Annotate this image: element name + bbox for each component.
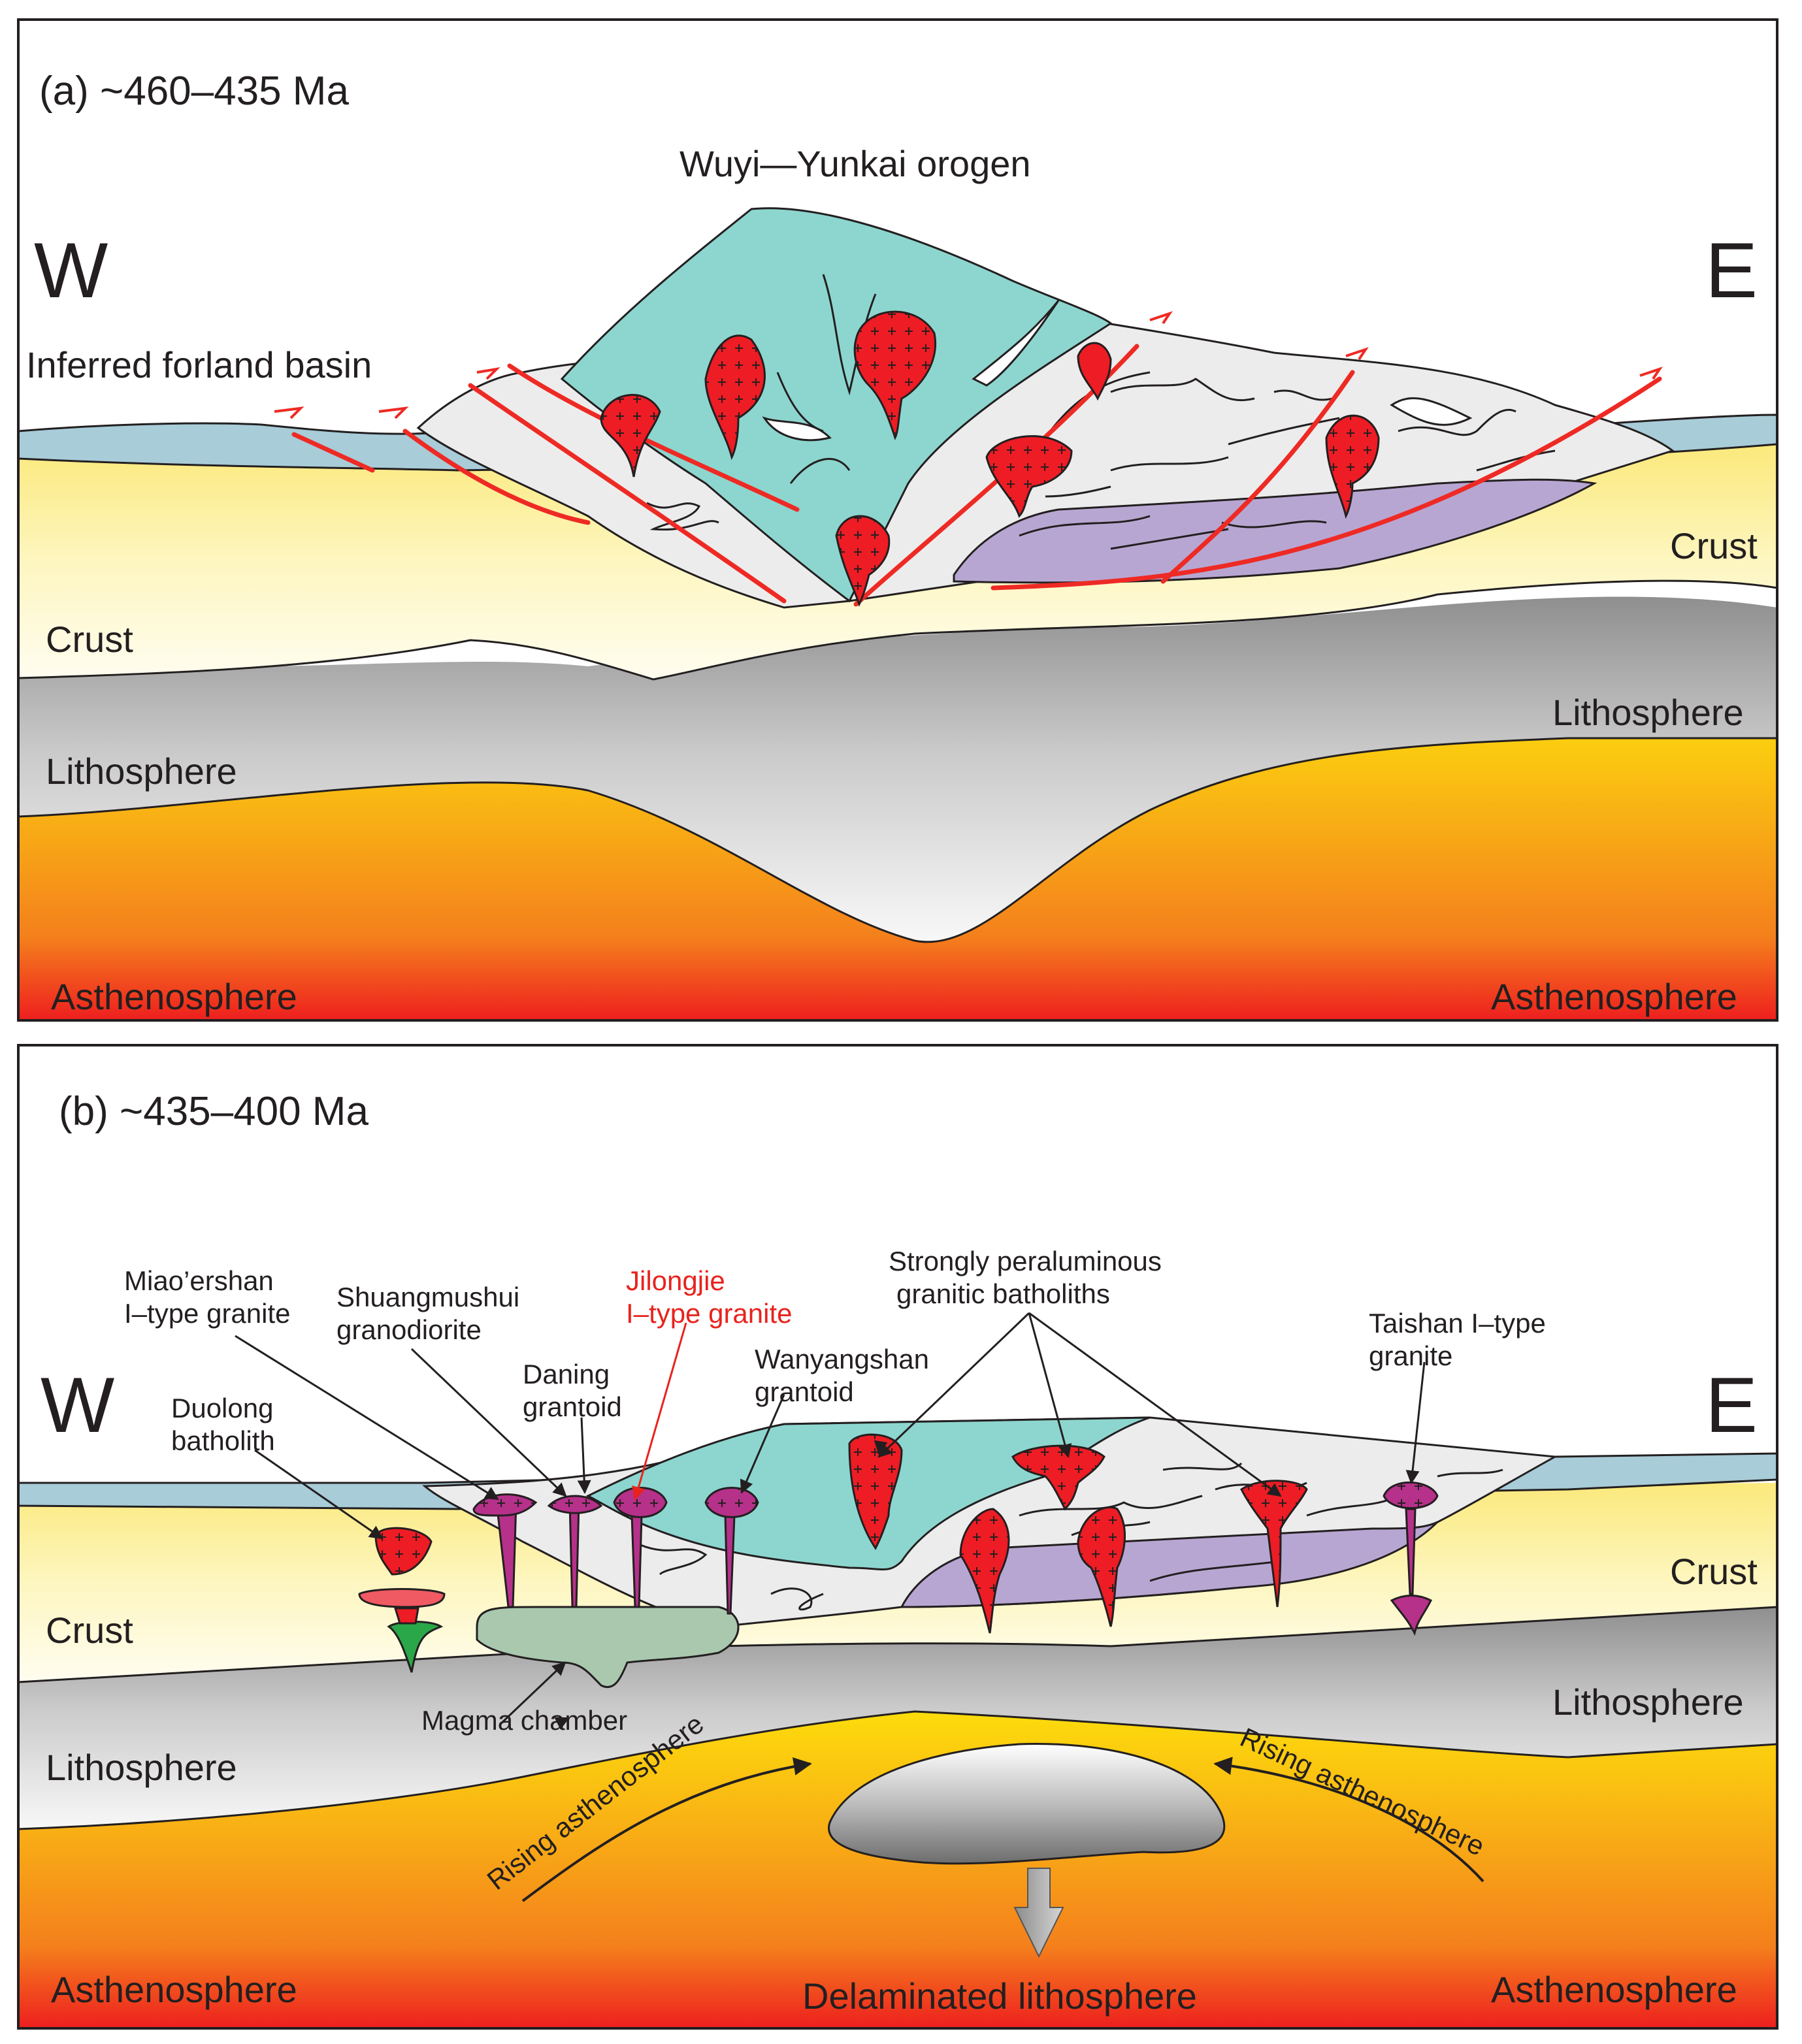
east-label-b: E [1705,1361,1758,1449]
west-label-b: W [41,1361,114,1449]
asthenosphere-label-right-a: Asthenosphere [1491,976,1737,1017]
duolong-line1: Duolong [171,1393,273,1423]
panel-a-title: (a) ~460–435 Ma [39,69,349,114]
lithosphere-layer [18,596,1777,942]
crust-label-right-b: Crust [1670,1551,1758,1592]
lithosphere-label-right-a: Lithosphere [1552,692,1744,733]
crust-label-left-a: Crust [46,619,133,660]
west-label-a: W [34,227,108,314]
shuangmushui-line1: Shuangmushui [336,1282,519,1312]
delaminated-lithosphere [828,1743,1226,1865]
asthenosphere-label-left-a: Asthenosphere [51,976,297,1017]
forland-basin-label: Inferred forland basin [26,344,372,385]
sinking-arrow [1013,1868,1064,1958]
wanyangshan-line1: Wanyangshan [755,1344,929,1374]
asthenosphere-label-right-b: Asthenosphere [1491,1969,1737,2010]
lower-crust-purple [953,478,1597,584]
pluton-a4 [1077,342,1112,401]
panel-a-frame [17,18,1778,1022]
taishan-line1: Taishan I–type [1369,1308,1546,1338]
delaminated-lithosphere-label: Delaminated lithosphere [802,1975,1197,2017]
rising-arrow-left [521,1757,812,1902]
lithosphere-label-left-a: Lithosphere [46,751,237,792]
panel-b-title: (b) ~435–400 Ma [59,1089,369,1134]
wanyangshan-line2: grantoid [755,1376,854,1407]
orogen-label: Wuyi—Yunkai orogen [680,143,1031,184]
crust-label-left-b: Crust [46,1610,133,1651]
miaoershan-line1: Miao’ershan [124,1265,274,1296]
panel-b-frame [17,1044,1778,2030]
panel-a: (a) ~460–435 Ma Wuyi—Yunkai orogen W E I… [17,18,1778,1022]
daning-line1: Daning [523,1359,610,1389]
crust-label-right-a: Crust [1670,525,1758,566]
orogen-core [560,207,1113,603]
asthenosphere-label-left-b: Asthenosphere [51,1969,297,2010]
daning-line2: grantoid [523,1391,622,1422]
jilongjie-line2: I–type granite [626,1298,793,1329]
shuangmushui-line2: granodiorite [336,1314,482,1345]
taishan-line2: granite [1369,1340,1452,1371]
lithosphere-layer-b [18,1607,1777,1829]
lithosphere-label-right-b: Lithosphere [1552,1681,1744,1723]
jilongjie-line1: Jilongjie [626,1265,725,1296]
strongly-peraluminous-line1: Strongly peraluminous [889,1246,1162,1276]
panel-b: (b) ~435–400 Ma W E Miao’ershan I–type g… [17,1044,1778,2030]
magma-chamber-label: Magma chamber [421,1705,627,1736]
strongly-peraluminous-line2: granitic batholiths [896,1278,1110,1309]
lithosphere-label-left-b: Lithosphere [46,1747,237,1788]
rising-arrow-right [1213,1757,1484,1883]
miaoershan-line2: I–type granite [124,1298,291,1329]
duolong-line2: batholith [171,1425,275,1456]
east-label-a: E [1705,227,1758,314]
